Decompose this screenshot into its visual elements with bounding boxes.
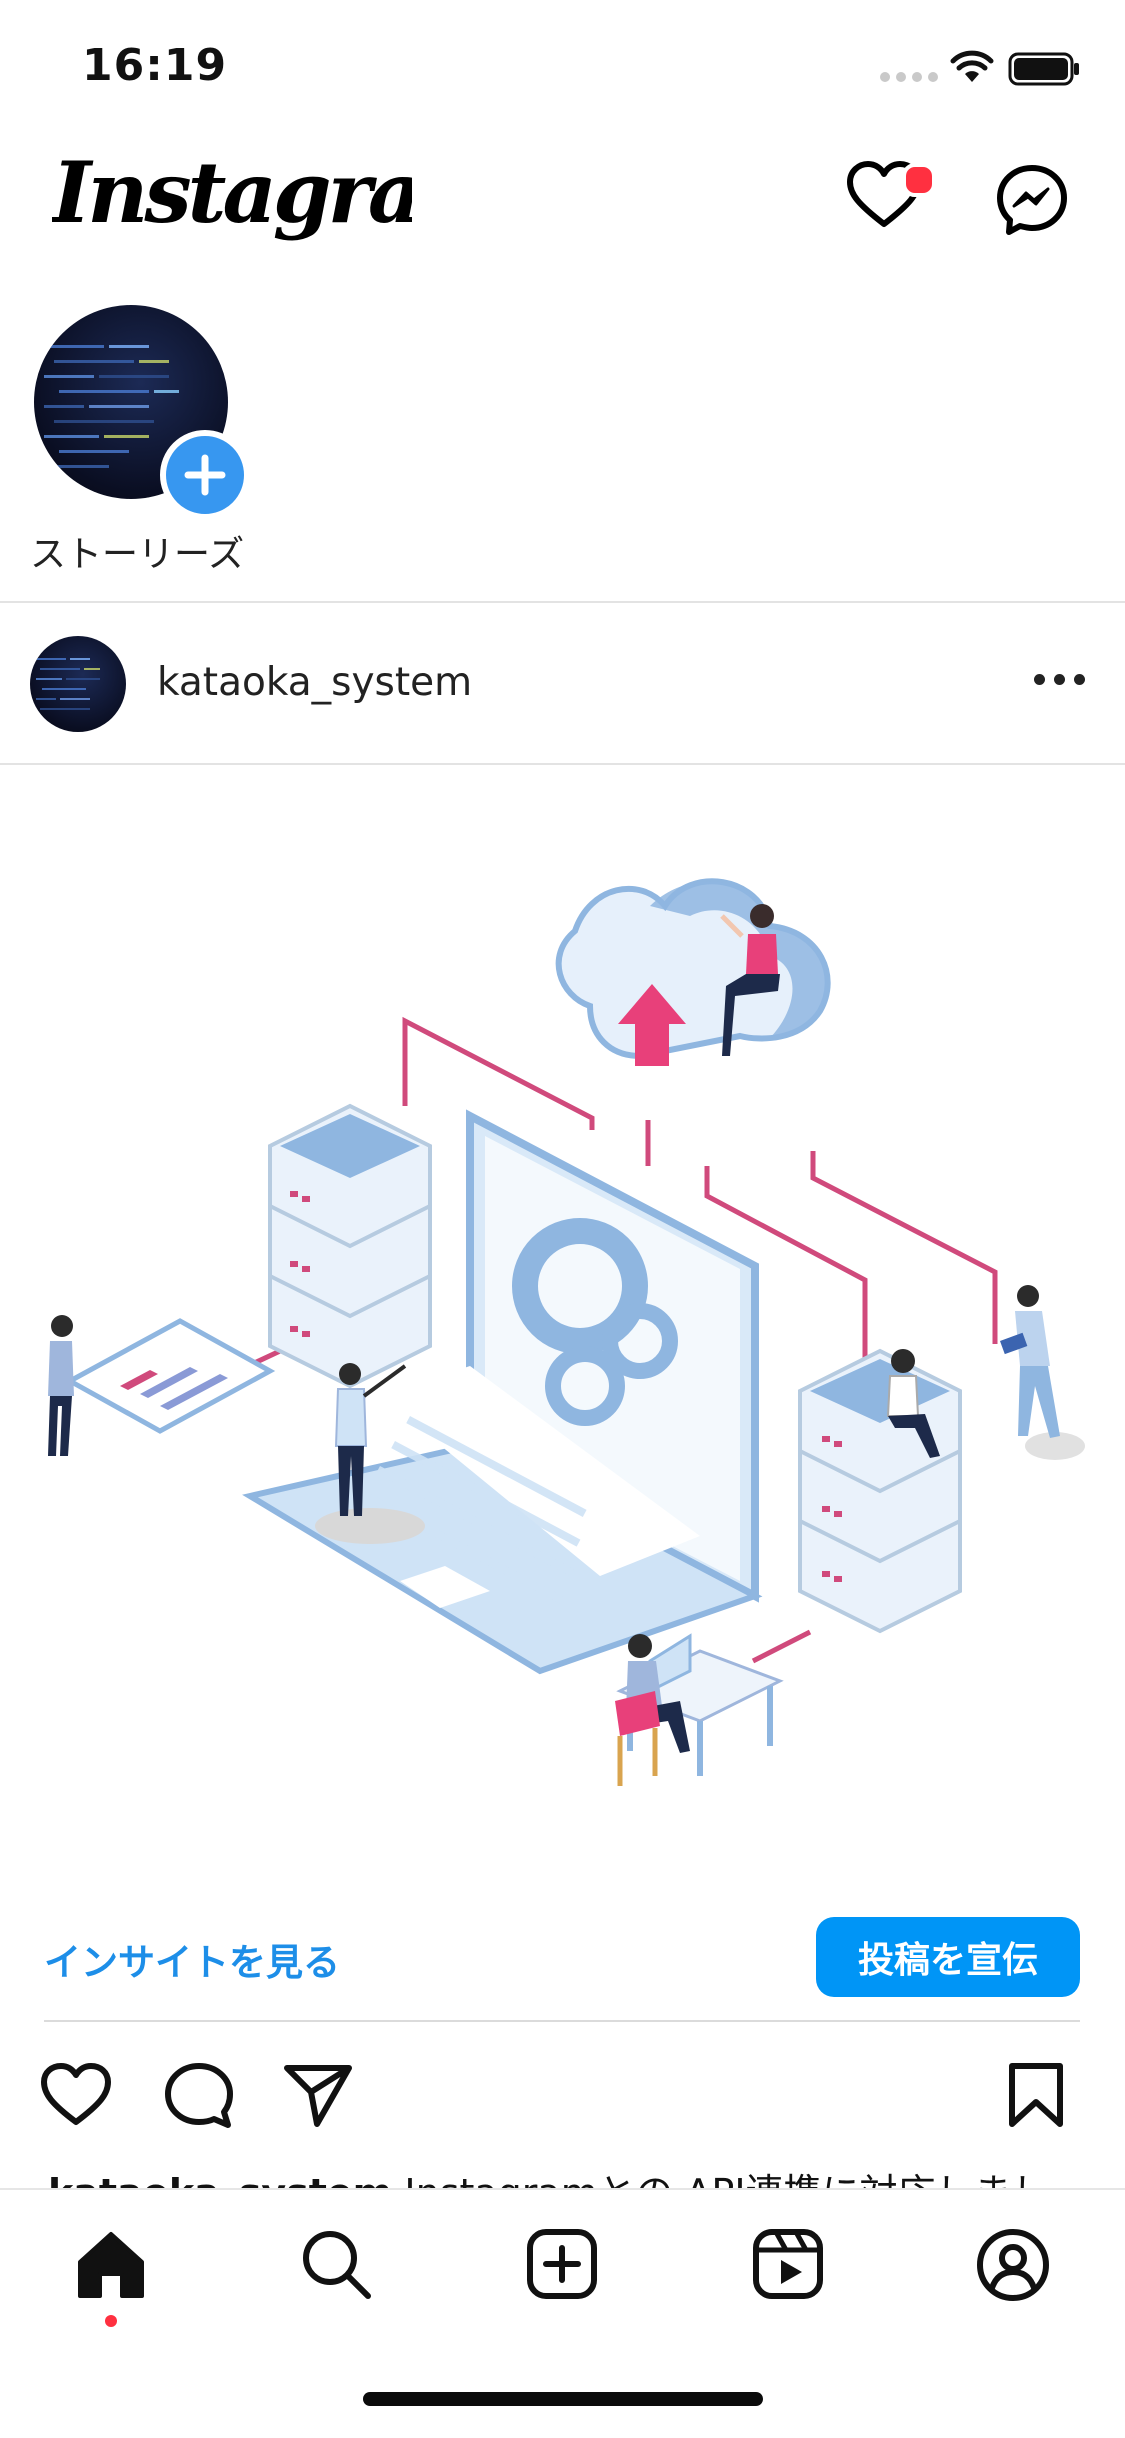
server-left-icon	[268, 1103, 432, 1389]
svg-text:Instagram: Instagram	[52, 143, 412, 242]
cellular-signal-icon	[880, 72, 938, 82]
notification-dot	[902, 163, 936, 197]
create-post-icon[interactable]	[526, 2228, 598, 2300]
laptop-icon	[242, 1109, 763, 1675]
view-insights-link[interactable]: インサイトを見る	[44, 1941, 340, 1984]
instagram-logo: Instagram	[52, 143, 412, 242]
like-heart-icon[interactable]	[40, 2062, 112, 2128]
comment-icon[interactable]	[164, 2062, 234, 2130]
cloud-icon	[555, 878, 831, 1066]
add-story-button[interactable]	[160, 430, 250, 520]
promote-post-button[interactable]: 投稿を宣伝	[816, 1917, 1080, 1997]
stories-divider	[0, 601, 1125, 603]
own-story-label: ストーリーズ	[30, 534, 245, 575]
code-screen-image	[44, 345, 179, 468]
plus-icon	[184, 454, 226, 496]
home-icon[interactable]	[74, 2228, 148, 2300]
bar-chart-board-icon	[64, 1318, 276, 1434]
wifi-icon	[950, 50, 994, 82]
post-image[interactable]	[0, 766, 1125, 1866]
search-icon[interactable]	[300, 2228, 372, 2300]
code-screen-image	[36, 658, 100, 710]
profile-icon[interactable]	[976, 2228, 1050, 2302]
home-indicator[interactable]	[363, 2392, 763, 2406]
messenger-icon[interactable]	[996, 164, 1068, 236]
cloud-system-illustration	[48, 878, 1085, 1786]
server-right-icon	[798, 1348, 962, 1634]
reels-icon[interactable]	[752, 2228, 824, 2300]
save-bookmark-icon[interactable]	[1006, 2062, 1066, 2128]
home-notification-dot	[105, 2315, 117, 2327]
status-bar-time: 16:19	[82, 40, 228, 91]
battery-icon	[1008, 52, 1079, 86]
post-header-divider	[0, 763, 1125, 765]
post-author-username[interactable]: kataoka_system	[157, 660, 473, 705]
more-options-button[interactable]	[1034, 674, 1085, 685]
post-author-avatar[interactable]	[30, 636, 126, 732]
insights-divider	[44, 2020, 1080, 2022]
share-send-icon[interactable]	[283, 2062, 353, 2128]
